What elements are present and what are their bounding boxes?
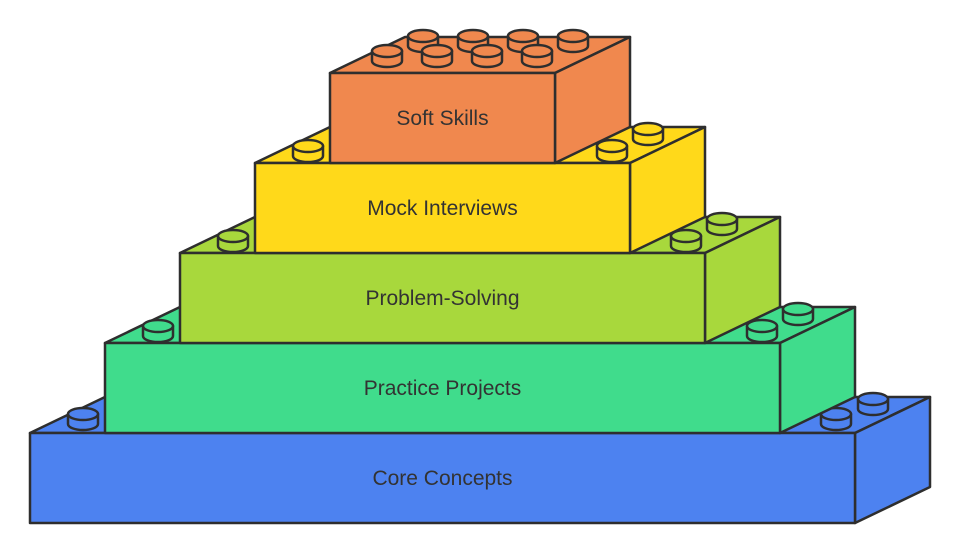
brick-stud bbox=[556, 28, 590, 54]
brick-stud bbox=[291, 138, 325, 164]
brick-front-face bbox=[178, 251, 707, 345]
brick-stud bbox=[470, 43, 504, 69]
brick-label: Soft Skills bbox=[396, 107, 488, 130]
brick-label: Core Concepts bbox=[372, 467, 512, 490]
brick-layer: Soft Skills bbox=[328, 28, 632, 165]
brick-label: Mock Interviews bbox=[367, 197, 518, 220]
brick-front-face bbox=[253, 161, 632, 255]
brick-front-face bbox=[103, 341, 782, 435]
brick-front-face bbox=[28, 431, 857, 525]
brick-stud bbox=[745, 318, 779, 344]
brick-stud bbox=[595, 138, 629, 164]
brick-stud bbox=[66, 406, 100, 432]
brick-stud bbox=[420, 43, 454, 69]
brick-stud bbox=[141, 318, 175, 344]
brick-stud bbox=[705, 211, 739, 237]
brick-stud bbox=[370, 43, 404, 69]
brick-label: Problem-Solving bbox=[365, 287, 519, 310]
brick-label: Practice Projects bbox=[364, 377, 522, 400]
brick-stud bbox=[669, 228, 703, 254]
brick-front-face bbox=[328, 71, 557, 165]
brick-stud bbox=[631, 121, 665, 147]
brick-stud bbox=[520, 43, 554, 69]
brick-stud bbox=[781, 301, 815, 327]
brick-stud bbox=[856, 391, 890, 417]
brick-stud bbox=[216, 228, 250, 254]
